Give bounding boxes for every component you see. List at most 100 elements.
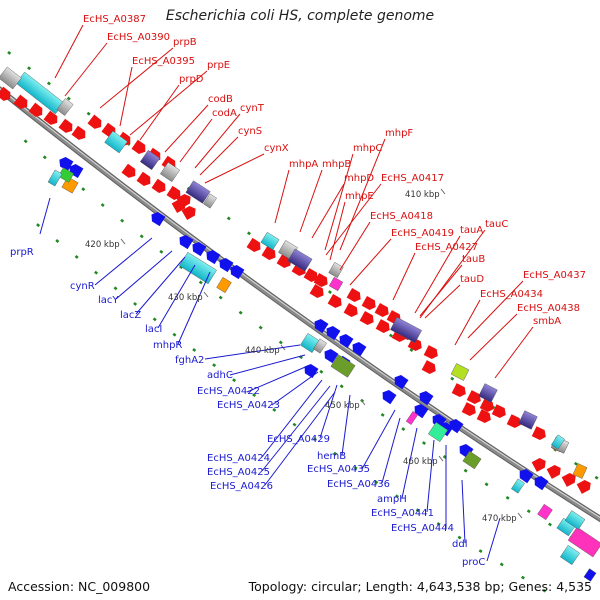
forward-gene-label[interactable]: EcHS_A0427 xyxy=(415,242,478,253)
reverse-gene-label[interactable]: cynR xyxy=(70,281,95,292)
reverse-gene-label[interactable]: EcHS_A0444 xyxy=(391,523,454,534)
reverse-gene-label[interactable]: ddl xyxy=(452,539,467,550)
reverse-gene-arrow xyxy=(151,212,166,227)
accession-label: Accession: NC_009800 xyxy=(8,579,151,594)
reverse-gene-label[interactable]: EcHS_A0426 xyxy=(210,481,273,492)
forward-gene-label[interactable]: EcHS_A0395 xyxy=(132,56,195,67)
reverse-gene-leader xyxy=(177,271,211,345)
forward-gene-arrow xyxy=(28,102,43,117)
forward-gene-label[interactable]: prpD xyxy=(179,74,204,85)
reverse-gene-label[interactable]: EcHS_A0435 xyxy=(307,464,370,475)
reverse-gene-leader xyxy=(261,385,331,472)
forward-gene-arrow xyxy=(136,171,151,186)
forward-gene-label[interactable]: mhpC xyxy=(353,143,382,154)
forward-gene-label[interactable]: codB xyxy=(208,94,233,105)
reverse-gene-leader xyxy=(115,250,173,300)
forward-gene-leader xyxy=(339,138,386,251)
forward-gene-arrow xyxy=(531,426,546,441)
scale-label: 450 kbp xyxy=(325,401,360,411)
forward-gene-label[interactable]: cynS xyxy=(238,126,262,137)
forward-gene-label[interactable]: mhpA xyxy=(289,159,318,170)
reverse-gene-label[interactable]: EcHS_A0423 xyxy=(217,400,280,411)
forward-gene-label[interactable]: prpB xyxy=(173,37,197,48)
reverse-gene-label[interactable]: prpR xyxy=(10,247,34,258)
forward-gene-label[interactable]: EcHS_A0418 xyxy=(370,211,433,222)
forward-gene-arrow xyxy=(43,110,58,125)
forward-gene-leader xyxy=(414,235,461,314)
forward-gene-label[interactable]: smbA xyxy=(533,316,561,327)
reverse-gene-arrow xyxy=(206,250,221,265)
reverse-gene-arrow xyxy=(326,326,341,341)
forward-gene-arrow xyxy=(546,464,561,479)
forward-gene-leader xyxy=(64,42,108,97)
reverse-gene-label[interactable]: EcHS_A0441 xyxy=(371,508,434,519)
scale-label: 420 kbp xyxy=(85,240,120,250)
forward-gene-leader xyxy=(467,280,524,339)
scale-label: 460 kbp xyxy=(403,457,438,467)
forward-gene-arrow xyxy=(374,303,389,318)
reverse-gene-label[interactable]: lacZ xyxy=(120,310,141,321)
forward-gene-label[interactable]: mhpB xyxy=(322,159,351,170)
reverse-gene-arrow xyxy=(230,265,245,280)
forward-gene-label[interactable]: cynX xyxy=(264,143,289,154)
forward-gene-arrow xyxy=(423,345,438,360)
forward-gene-leader xyxy=(392,252,416,301)
forward-gene-label[interactable]: EcHS_A0390 xyxy=(107,32,170,43)
reverse-gene-label[interactable]: EcHS_A0436 xyxy=(327,479,390,490)
forward-gene-label[interactable]: tauC xyxy=(485,219,508,230)
reverse-gene-label[interactable]: ampH xyxy=(377,494,407,505)
reverse-gene-label[interactable]: lacY xyxy=(98,295,119,306)
forward-gene-label[interactable]: mhpF xyxy=(385,128,413,139)
forward-gene-label[interactable]: tauB xyxy=(462,254,485,265)
reverse-gene-label[interactable]: EcHS_A0429 xyxy=(267,434,330,445)
reverse-gene-arrow xyxy=(459,444,474,459)
reverse-gene-label[interactable]: proC xyxy=(462,557,485,568)
forward-gene-label[interactable]: EcHS_A0419 xyxy=(391,228,454,239)
forward-gene-arrow xyxy=(13,94,28,109)
forward-gene-label[interactable]: EcHS_A0438 xyxy=(517,303,580,314)
forward-gene-leader xyxy=(419,264,463,317)
forward-gene-arrow xyxy=(576,479,591,494)
forward-gene-label[interactable]: mhpE xyxy=(345,191,374,202)
reverse-gene-arrow xyxy=(304,364,319,379)
forward-gene-label[interactable]: prpE xyxy=(207,60,230,71)
forward-gene-arrow xyxy=(476,409,491,424)
reverse-gene-label[interactable]: EcHS_A0422 xyxy=(197,386,260,397)
forward-gene-label[interactable]: EcHS_A0437 xyxy=(523,270,586,281)
reverse-gene-label[interactable]: fghA2 xyxy=(175,355,204,366)
forward-gene-label[interactable]: EcHS_A0417 xyxy=(381,173,444,184)
reverse-gene-leader xyxy=(229,354,306,376)
reverse-gene-label[interactable]: hemB xyxy=(317,451,346,462)
feature-box xyxy=(328,262,344,278)
forward-gene-arrow xyxy=(0,86,11,101)
scale-label: 470 kbp xyxy=(482,514,517,524)
feature-box xyxy=(287,248,313,272)
forward-gene-label[interactable]: EcHS_A0434 xyxy=(480,289,543,300)
forward-gene-leader xyxy=(349,238,392,286)
forward-gene-label[interactable]: codA xyxy=(212,108,237,119)
reverse-gene-label[interactable]: EcHS_A0424 xyxy=(207,453,270,464)
reverse-gene-arrow xyxy=(519,469,534,484)
forward-gene-arrow xyxy=(309,283,324,299)
forward-gene-label[interactable]: tauA xyxy=(460,225,483,236)
forward-gene-label[interactable]: EcHS_A0387 xyxy=(83,14,146,25)
forward-gene-leader xyxy=(454,299,481,346)
forward-gene-label[interactable]: cynT xyxy=(240,103,265,114)
topology-label: Topology: circular; Length: 4,643,538 bp… xyxy=(248,579,592,594)
reverse-gene-label[interactable]: EcHS_A0425 xyxy=(207,467,270,478)
forward-gene-arrow xyxy=(361,296,376,311)
reverse-gene-leader xyxy=(381,417,401,484)
reverse-gene-label[interactable]: mhpR xyxy=(153,340,182,351)
forward-gene-leader xyxy=(325,183,382,256)
reverse-gene-leader xyxy=(361,409,396,470)
forward-gene-label[interactable]: tauD xyxy=(460,274,484,285)
forward-gene-label[interactable]: mhpD xyxy=(344,173,374,184)
reverse-gene-label[interactable]: adhC xyxy=(207,370,233,381)
scale-tick xyxy=(120,238,126,245)
feature-box xyxy=(537,503,553,521)
reverse-gene-arrow xyxy=(534,476,549,491)
forward-gene-leader xyxy=(164,104,209,153)
reverse-gene-label[interactable]: lacI xyxy=(145,324,162,335)
feature-box xyxy=(313,338,327,354)
forward-gene-leader xyxy=(469,313,518,361)
